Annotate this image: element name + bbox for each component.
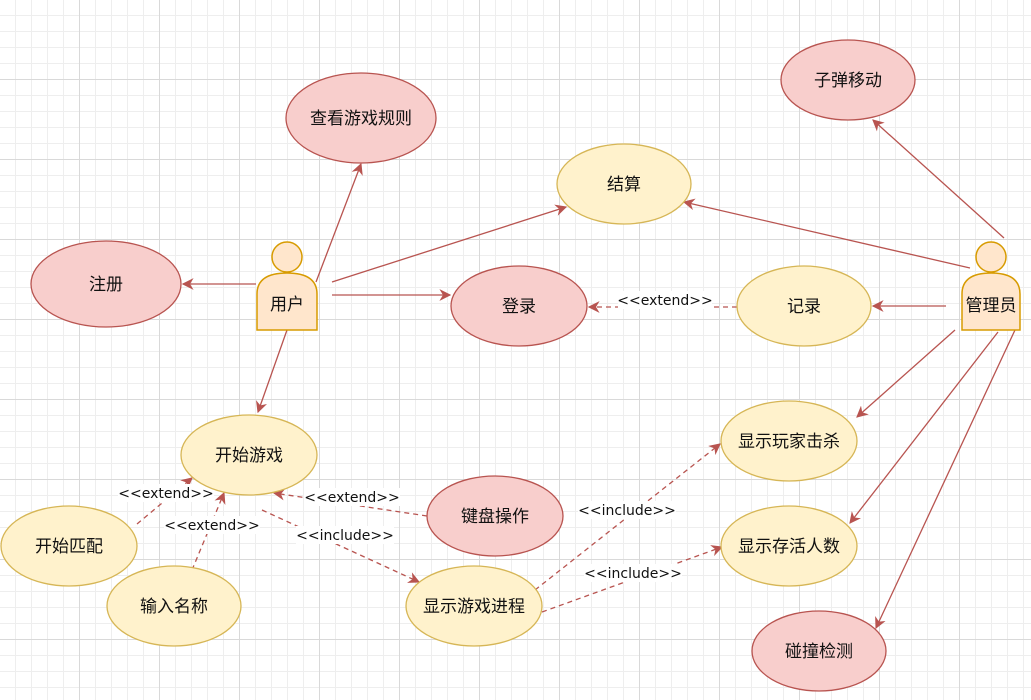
use-case-settle-label: 结算 bbox=[607, 175, 641, 195]
use-case-collision[interactable]: 碰撞检测 bbox=[751, 610, 887, 692]
actor-admin-label: 管理员 bbox=[966, 296, 1017, 316]
use-case-bullet-move-label: 子弹移动 bbox=[814, 71, 882, 91]
edge-user-start-game bbox=[255, 329, 288, 414]
use-case-keyboard-label: 键盘操作 bbox=[461, 507, 529, 527]
dep-start-progress bbox=[261, 509, 421, 583]
use-case-show-kills-label: 显示玩家击杀 bbox=[738, 432, 840, 452]
edge-admin-settle bbox=[682, 198, 971, 269]
edge-admin-show-kills bbox=[856, 329, 956, 418]
use-case-show-alive[interactable]: 显示存活人数 bbox=[720, 505, 858, 587]
use-case-login[interactable]: 登录 bbox=[450, 265, 588, 347]
label-extend-match: <<extend>> bbox=[118, 486, 213, 502]
edge-user-view-rules bbox=[315, 162, 363, 283]
use-case-show-alive-label: 显示存活人数 bbox=[738, 537, 840, 557]
edge-admin-bullet-move bbox=[872, 119, 1005, 239]
use-case-start-game-label: 开始游戏 bbox=[215, 446, 283, 466]
use-case-keyboard[interactable]: 键盘操作 bbox=[426, 475, 564, 557]
dep-name-start bbox=[191, 491, 226, 571]
dep-progress-alive bbox=[541, 545, 724, 613]
use-case-collision-label: 碰撞检测 bbox=[785, 642, 853, 662]
label-extend-keyboard: <<extend>> bbox=[304, 490, 399, 506]
actor-user[interactable]: 用户 bbox=[256, 241, 318, 331]
label-extend-login: <<extend>> bbox=[617, 293, 712, 309]
label-extend-name: <<extend>> bbox=[164, 518, 259, 534]
use-case-show-kills[interactable]: 显示玩家击杀 bbox=[720, 400, 858, 482]
use-case-record[interactable]: 记录 bbox=[736, 265, 872, 347]
use-case-register[interactable]: 注册 bbox=[30, 240, 182, 328]
use-case-settle[interactable]: 结算 bbox=[556, 143, 692, 225]
label-include-alive: <<include>> bbox=[584, 566, 682, 582]
use-case-input-name-label: 输入名称 bbox=[140, 597, 208, 617]
dep-keyboard-start bbox=[272, 488, 428, 517]
use-case-login-label: 登录 bbox=[502, 297, 536, 317]
edge-admin-collision bbox=[875, 329, 1016, 630]
actor-admin[interactable]: 管理员 bbox=[961, 241, 1021, 331]
edges bbox=[181, 119, 1016, 630]
actor-admin-head-icon bbox=[975, 241, 1007, 273]
actor-user-head-icon bbox=[271, 241, 303, 273]
stereotype-labels: <<extend>> <<extend>> <<extend>> <<exten… bbox=[118, 291, 713, 582]
use-case-view-rules[interactable]: 查看游戏规则 bbox=[285, 72, 437, 164]
use-cases: 查看游戏规则 子弹移动 结算 注册 登录 记录 开始游戏 显示玩家击杀 bbox=[0, 39, 916, 692]
use-case-view-rules-label: 查看游戏规则 bbox=[310, 109, 412, 129]
actor-admin-body-icon bbox=[961, 272, 1021, 331]
use-case-show-progress[interactable]: 显示游戏进程 bbox=[405, 565, 543, 647]
use-case-input-name[interactable]: 输入名称 bbox=[106, 565, 242, 647]
label-include-progress: <<include>> bbox=[296, 528, 394, 544]
dep-match-start bbox=[136, 477, 193, 525]
actor-user-label: 用户 bbox=[270, 295, 304, 315]
edge-user-settle bbox=[331, 204, 568, 283]
actor-user-body-icon bbox=[256, 272, 318, 331]
use-case-show-progress-label: 显示游戏进程 bbox=[423, 597, 525, 617]
edge-admin-show-alive bbox=[849, 331, 999, 524]
use-case-bullet-move[interactable]: 子弹移动 bbox=[780, 39, 916, 121]
use-case-start-match-label: 开始匹配 bbox=[35, 537, 103, 557]
use-case-start-game[interactable]: 开始游戏 bbox=[180, 414, 318, 496]
label-include-kills: <<include>> bbox=[578, 503, 676, 519]
use-case-start-match[interactable]: 开始匹配 bbox=[0, 505, 138, 587]
use-case-record-label: 记录 bbox=[787, 297, 821, 317]
use-case-register-label: 注册 bbox=[89, 275, 123, 295]
